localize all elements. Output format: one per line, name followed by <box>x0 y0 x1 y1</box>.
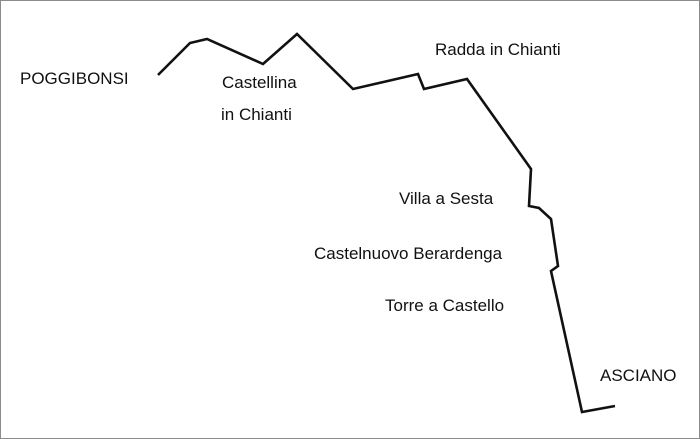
route-line <box>157 32 616 414</box>
stop-poggibonsi: POGGIBONSI <box>20 69 129 88</box>
stop-castellina-line2: in Chianti <box>221 105 292 124</box>
stop-villa-a-sesta: Villa a Sesta <box>399 189 494 208</box>
stop-asciano: ASCIANO <box>600 366 677 385</box>
stop-radda: Radda in Chianti <box>435 40 561 59</box>
stop-torre-a-castello: Torre a Castello <box>385 296 505 315</box>
stop-castellina-line1: Castellina <box>222 73 297 92</box>
stop-castelnuovo: Castelnuovo Berardenga <box>314 244 503 263</box>
